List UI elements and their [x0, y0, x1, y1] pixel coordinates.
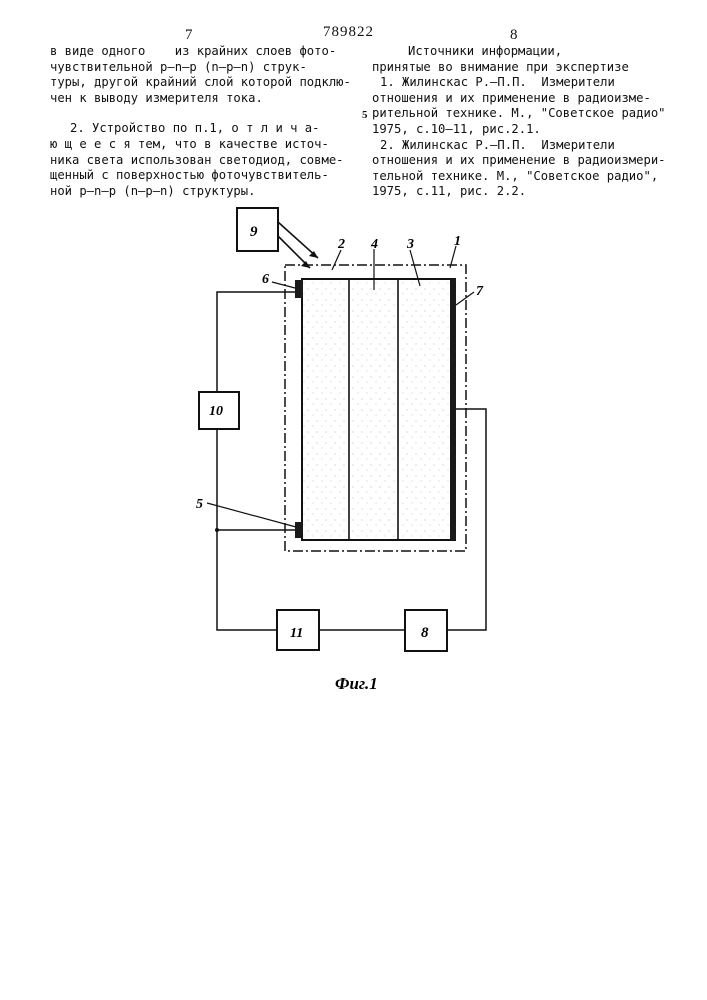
label-11: 11: [290, 626, 303, 641]
label-5: 5: [196, 497, 203, 512]
label-8: 8: [421, 625, 429, 641]
label-1: 1: [454, 234, 461, 249]
electrode-7: [450, 279, 456, 540]
wire: [217, 292, 295, 392]
label-9: 9: [250, 224, 258, 240]
block-9: [237, 208, 278, 251]
light-arrow: [278, 222, 318, 258]
label-7: 7: [476, 284, 484, 299]
label-3: 3: [406, 237, 414, 252]
label-4: 4: [370, 237, 378, 252]
label-6: 6: [262, 272, 269, 287]
element-6: [295, 280, 303, 298]
figure-caption: Фиг.1: [335, 674, 378, 693]
label-2: 2: [337, 237, 345, 252]
element-5: [295, 522, 303, 538]
label-10: 10: [209, 404, 223, 419]
